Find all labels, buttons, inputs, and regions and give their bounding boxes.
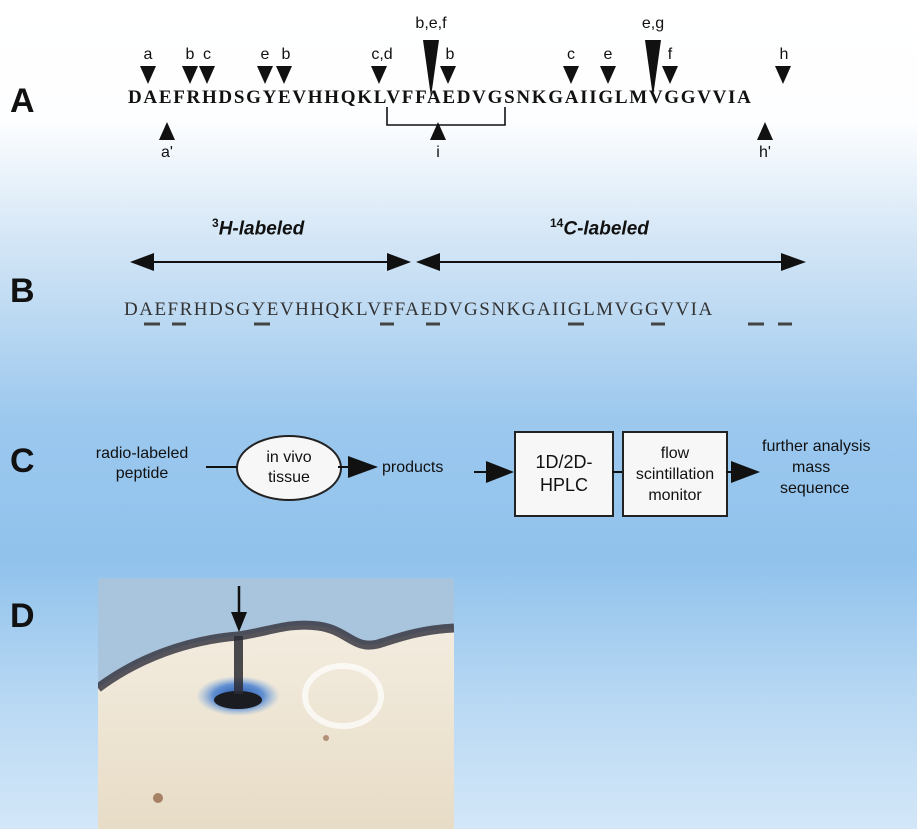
- flow-connectors: [0, 420, 917, 530]
- site-label-b3: b: [446, 46, 455, 64]
- tritium-header: 3H-labeled: [212, 216, 304, 240]
- carbon-arrow-left: [416, 253, 440, 271]
- arrow-to-products: [348, 456, 378, 478]
- arrowhead-a-prime: [159, 122, 175, 140]
- site-label-b2: b: [282, 46, 291, 64]
- arrowhead-b1: [182, 66, 198, 84]
- arrowhead-f: [662, 66, 678, 84]
- site-label-h: h: [780, 46, 789, 64]
- arrow-to-hplc: [486, 461, 514, 483]
- arrowhead-e2: [600, 66, 616, 84]
- site-label-c1: c: [203, 46, 211, 64]
- carbon14-header: 14C-labeled: [550, 216, 649, 240]
- bracket: [387, 107, 505, 125]
- site-label-f: f: [668, 46, 672, 64]
- carbon-arrow-right: [781, 253, 806, 271]
- arrowhead-h-prime: [757, 122, 773, 140]
- site-label-i: i: [436, 144, 440, 162]
- arrowhead-cd: [371, 66, 387, 84]
- arrowhead-e1: [257, 66, 273, 84]
- tissue-section-photo: [98, 578, 454, 829]
- arrowhead-b3: [440, 66, 456, 84]
- site-label-eg: e,g: [642, 15, 664, 33]
- site-label-c2: c: [567, 46, 575, 64]
- site-label-cd: c,d: [371, 46, 392, 64]
- site-label-a-prime: a': [161, 144, 173, 162]
- site-label-b1: b: [186, 46, 195, 64]
- arrowhead-a: [140, 66, 156, 84]
- site-label-h-prime: h': [759, 144, 771, 162]
- labeled-residue-underlines: [0, 318, 917, 332]
- tritium-arrow-left: [130, 253, 154, 271]
- site-label-bef: b,e,f: [415, 15, 446, 33]
- site-label-e2: e: [604, 46, 613, 64]
- site-label-e1: e: [261, 46, 270, 64]
- arrowhead-b2: [276, 66, 292, 84]
- arrowhead-c1: [199, 66, 215, 84]
- tritium-arrow-right: [387, 253, 411, 271]
- arrowhead-h: [775, 66, 791, 84]
- arrow-to-output: [731, 461, 760, 483]
- site-label-a: a: [144, 46, 153, 64]
- arrowhead-c2: [563, 66, 579, 84]
- labeling-range-arrows: [0, 240, 917, 290]
- panel-label-d: D: [10, 597, 35, 636]
- sequence-a: DAEFRHDSGYEVHHQKLVFFAEDVGSNKGAIIGLMVGGVV…: [128, 87, 753, 109]
